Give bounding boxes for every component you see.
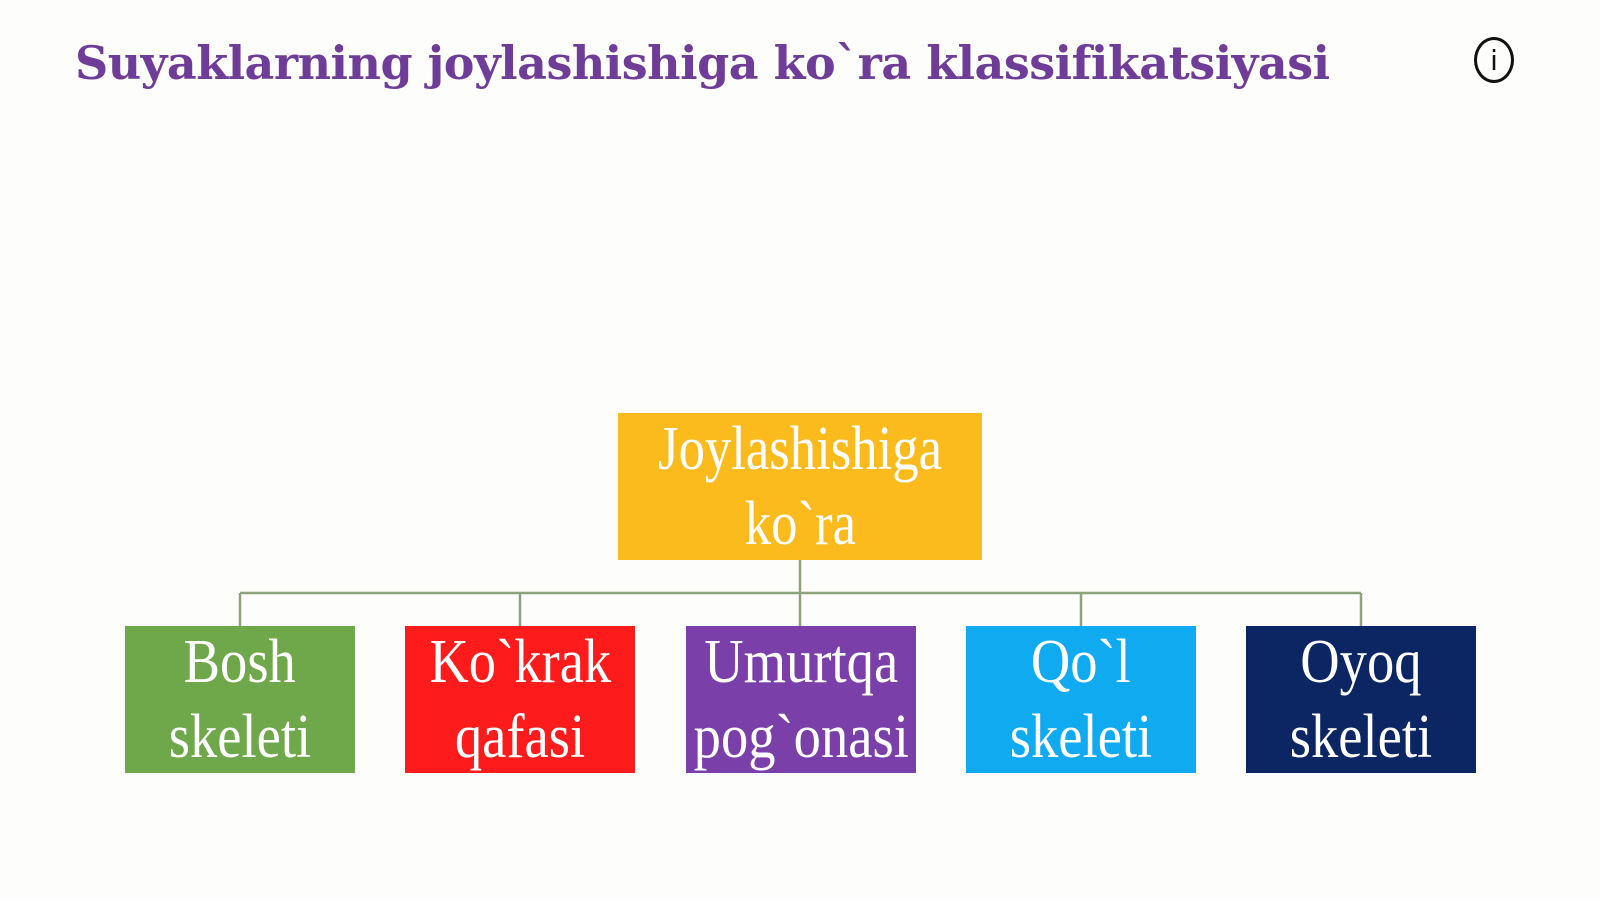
root-node-line2: ko`ra	[744, 489, 856, 558]
node-label-line2: skeleti	[168, 702, 312, 771]
node-qol-skeleti: Qo`l skeleti	[966, 626, 1196, 773]
node-label-line2: skeleti	[1009, 702, 1153, 771]
info-button[interactable]: i	[1474, 37, 1514, 83]
node-label-line2: pog`onasi	[693, 702, 909, 771]
node-kokrak-qafasi: Ko`krak qafasi	[405, 626, 635, 773]
root-node-line1: Joylashishiga	[657, 415, 942, 484]
node-label-line1: Oyoq	[1300, 628, 1422, 697]
node-umurtqa-pogonasi: Umurtqa pog`onasi	[686, 626, 916, 773]
node-label-line2: skeleti	[1289, 702, 1433, 771]
node-label-line2: qafasi	[454, 702, 586, 771]
node-bosh-skeleti: Bosh skeleti	[125, 626, 355, 773]
info-icon: i	[1490, 43, 1498, 77]
node-label-line1: Qo`l	[1030, 628, 1132, 697]
root-node: Joylashishiga ko`ra	[618, 413, 982, 560]
slide-title: Suyaklarning joylashishiga ko`ra klassif…	[75, 36, 1330, 90]
node-label-line1: Ko`krak	[429, 628, 611, 697]
node-label-line1: Bosh	[183, 628, 297, 697]
node-oyoq-skeleti: Oyoq skeleti	[1246, 626, 1476, 773]
node-label-line1: Umurtqa	[704, 628, 898, 697]
